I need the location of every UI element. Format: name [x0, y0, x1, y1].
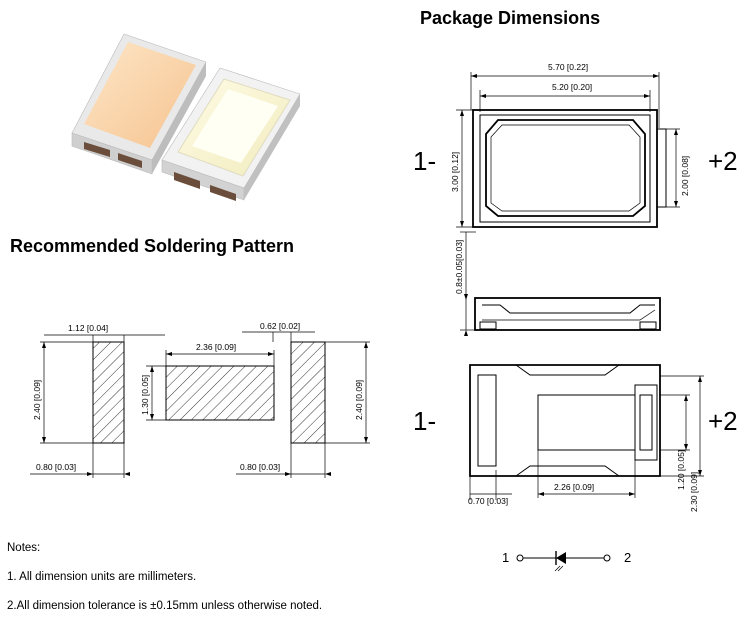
- bottom-small-pad-label: 0.70 [0.03]: [468, 496, 508, 506]
- cathode-plus-label-top: +2: [708, 146, 738, 176]
- left-pad-width-label: 0.80 [0.03]: [36, 462, 76, 472]
- package-body-outline: [472, 109, 658, 228]
- gap-width-label: 0.62 [0.02]: [260, 321, 300, 331]
- center-height-label: 1.30 [0.05]: [140, 375, 150, 415]
- bottom-pad-anode: [477, 374, 497, 467]
- height-label: 3.00 [0.12]: [450, 152, 460, 192]
- thermal-pad: [537, 394, 636, 451]
- diode-triangle-icon: [556, 552, 566, 564]
- right-pad-width-label: 0.80 [0.03]: [240, 462, 280, 472]
- solder-pad-center: [165, 365, 275, 421]
- solder-pad-left: [92, 341, 125, 444]
- pad-width-top-label: 1.12 [0.04]: [68, 323, 108, 333]
- soldering-pattern-title: Recommended Soldering Pattern: [10, 236, 294, 256]
- center-width-label: 2.36 [0.09]: [196, 342, 236, 352]
- bottom-pad-cathode: [634, 384, 658, 461]
- right-height-label: 2.40 [0.09]: [354, 380, 364, 420]
- package-top-view: 5.70 [0.22] 5.20 [0.20] 3.00 [0.12] 2.00…: [413, 62, 738, 228]
- bottom-body-outline: [469, 364, 661, 477]
- led-photo: [71, 33, 301, 201]
- bottom-width-label: 2.26 [0.09]: [554, 482, 594, 492]
- led-warm-white: [71, 33, 207, 175]
- led-cool-white: [161, 67, 301, 201]
- side-body-outline: [474, 297, 661, 331]
- package-bottom-view: 0.70 [0.03] 2.26 [0.09] 1.20 [0.05] 2.30…: [413, 364, 738, 512]
- cathode-plus-label-bottom: +2: [708, 406, 738, 436]
- thickness-label: 0.8±0.05[0.03]: [454, 240, 464, 294]
- left-height-label: 2.40 [0.09]: [32, 380, 42, 420]
- symbol-pin1-label: 1: [502, 550, 509, 565]
- pad-height-label: 2.00 [0.08]: [680, 156, 690, 196]
- bottom-pad-height-label: 1.20 [0.05]: [676, 450, 686, 490]
- note-item-1: 1. All dimension units are millimeters.: [7, 571, 197, 583]
- solder-pad-right: [290, 341, 326, 444]
- inner-width-label: 5.20 [0.20]: [552, 82, 592, 92]
- anode-minus-label-bottom: 1-: [413, 406, 436, 436]
- diode-symbol: 1 2: [502, 550, 631, 572]
- soldering-pattern: 1.12 [0.04] 0.62 [0.02] 2.36 [0.09] 2.40…: [30, 321, 370, 478]
- package-side-view: 0.8±0.05[0.03]: [454, 231, 661, 336]
- outer-width-label: 5.70 [0.22]: [548, 62, 588, 72]
- lens-cavity: [485, 119, 646, 217]
- anode-minus-label-top: 1-: [413, 146, 436, 176]
- package-dimensions-title: Package Dimensions: [420, 8, 600, 28]
- note-item-2: 2.All dimension tolerance is ±0.15mm unl…: [7, 600, 323, 612]
- symbol-pin2-label: 2: [624, 550, 631, 565]
- notes-heading: Notes:: [7, 542, 41, 554]
- bottom-height-label: 2.30 [0.09]: [689, 472, 699, 512]
